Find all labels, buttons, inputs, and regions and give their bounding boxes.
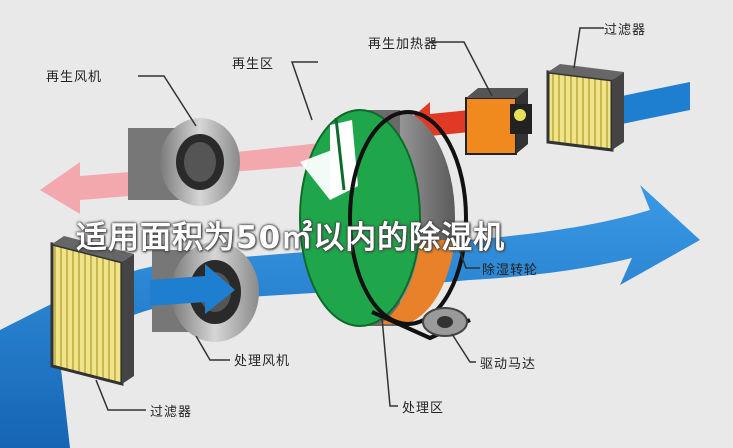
label-desiccant-wheel: 除湿转轮	[482, 263, 539, 278]
label-filter-top: 过滤器	[604, 23, 647, 38]
drive-motor	[371, 307, 471, 341]
label-process-fan: 处理风机	[234, 354, 291, 369]
filter-bottom	[50, 236, 134, 386]
label-drive-motor: 驱动马达	[480, 357, 537, 372]
label-regen-zone: 再生区	[232, 57, 275, 72]
regen-intake-stream	[612, 82, 690, 126]
label-regen-heater: 再生加热器	[368, 37, 439, 52]
process-air-stream	[0, 185, 700, 448]
filter-top	[546, 64, 624, 152]
overlay-title: 适用面积为50㎡以内的除湿机	[76, 220, 506, 256]
leader-lines	[95, 27, 604, 411]
regen-heater	[465, 88, 532, 155]
label-regen-fan: 再生风机	[46, 70, 103, 85]
desiccant-wheel	[299, 109, 468, 327]
regen-exhaust-arrow	[40, 142, 330, 214]
label-filter-bottom: 过滤器	[150, 405, 193, 420]
regen-fan	[128, 118, 240, 206]
label-process-zone: 处理区	[402, 401, 445, 416]
